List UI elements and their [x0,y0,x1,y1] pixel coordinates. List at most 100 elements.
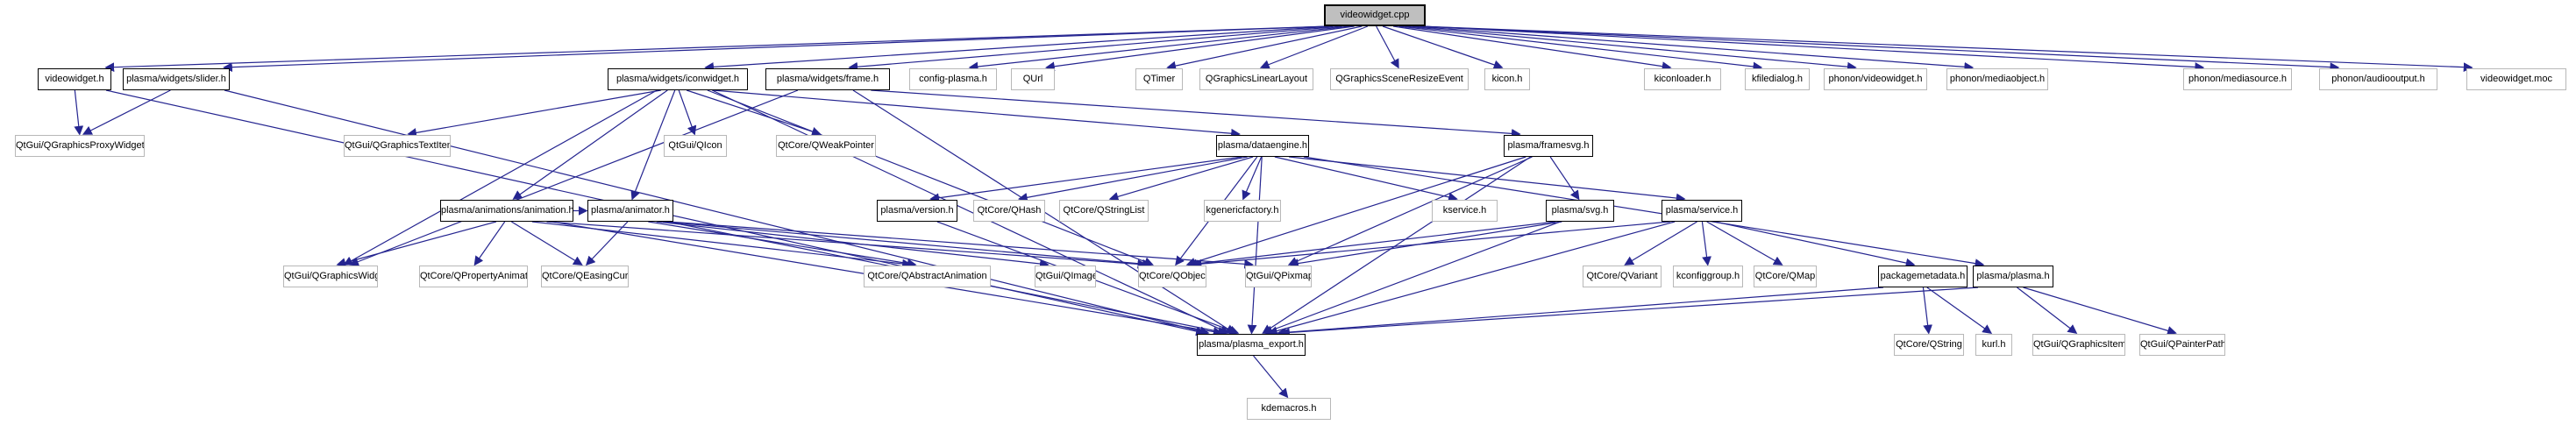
graph-node-videowidget_h[interactable]: videowidget.h [38,68,111,90]
edge-iconwidget_h-to-dataengine_h [712,89,1241,138]
edge-videowidget_cpp-to-phonon_mediaobject_h [1412,25,1975,72]
graph-node-svg_h[interactable]: plasma/svg.h [1546,200,1614,222]
edge-videowidget_cpp-to-config_plasma_h [968,25,1350,72]
edge-frame_h-to-framesvg_h [871,89,1521,138]
edge-plasma_export_h-to-kdemacros_h [1253,355,1289,399]
edge-packagemetadata_h-to-plasma_export_h [1277,287,1884,337]
graph-node-service_h[interactable]: plasma/service.h [1662,200,1742,222]
edge-animator_h-to-qimage [656,221,1050,269]
edge-iconwidget_h-to-plasma_export_h [711,89,1230,334]
edge-videowidget_cpp-to-slider_h [223,25,1330,73]
edge-animator_h-to-qeasingcurve [585,221,629,266]
graph-node-animation_h[interactable]: plasma/animations/animation.h [440,200,573,222]
graph-node-phonon_videowidget_h: phonon/videowidget.h [1824,68,1927,90]
edge-dataengine_h-to-qhash [1017,156,1248,202]
edge-service_h-to-kconfiggroup_h [1701,221,1711,266]
graph-node-videowidget_cpp: videowidget.cpp [1324,4,1426,26]
graph-node-qtimer: QTimer [1135,68,1183,90]
graph-node-qeasingcurve: QtCore/QEasingCurve [541,266,629,287]
graph-node-frame_h[interactable]: plasma/widgets/frame.h [765,68,890,90]
edge-dataengine_h-to-plasma_h [1303,156,1985,268]
edge-animator_h-to-qabstractanimation [648,221,917,268]
graph-node-version_h[interactable]: plasma/version.h [877,200,957,222]
graph-node-kfiledialog_h: kfiledialog.h [1745,68,1810,90]
edge-videowidget_cpp-to-kfiledialog_h [1398,25,1763,72]
graph-node-config_plasma_h: config-plasma.h [909,68,997,90]
graph-node-slider_h[interactable]: plasma/widgets/slider.h [123,68,230,90]
edge-animator_h-to-qpixmap [667,221,1255,269]
graph-node-qgraphicslinearlayout: QGraphicsLinearLayout [1199,68,1313,90]
edge-plasma_h-to-qgraphicsitem [2017,287,2078,334]
edge-videowidget_cpp-to-iconwidget_h [704,25,1334,72]
edge-videowidget_cpp-to-kiconloader_h [1392,25,1672,71]
edge-service_h-to-qobject [1192,221,1670,269]
edge-iconwidget_h-to-qicon [678,89,697,136]
edge-animation_h-to-qeasingcurve [511,221,583,266]
edge-service_h-to-qvariant [1624,221,1697,266]
edge-service_h-to-qmap [1706,221,1783,266]
edge-videowidget_cpp-to-qgraphicssceneresizeevent [1376,25,1399,69]
graph-node-kservice_h: kservice.h [1432,200,1498,222]
edge-videowidget_cpp-to-frame_h [848,25,1342,72]
edge-iconwidget_h-to-qweakpointer [686,89,822,137]
graph-node-kgenericfactory_h: kgenericfactory.h [1204,200,1281,222]
graph-node-qmap: QtCore/QMap [1754,266,1817,287]
graph-node-kdemacros_h: kdemacros.h [1247,398,1331,420]
edge-plasma_h-to-plasma_export_h [1280,287,1979,337]
graph-node-kicon_h: kicon.h [1484,68,1530,90]
edge-animation_h-to-qobject [546,221,1148,269]
graph-node-plasma_export_h[interactable]: plasma/plasma_export.h [1197,334,1306,356]
graph-node-qpainterpath: QtGui/QPainterPath [2139,334,2225,356]
edge-svg_h-to-plasma_export_h [1263,221,1561,335]
edge-plasma_h-to-qpainterpath [2023,287,2177,336]
graph-node-qpixmap: QtGui/QPixmap [1245,266,1312,287]
graph-node-packagemetadata_h[interactable]: packagemetadata.h [1878,266,1968,287]
graph-node-kurl_h: kurl.h [1975,334,2012,356]
edge-dataengine_h-to-version_h [929,156,1242,203]
edge-frame_h-to-qgraphicswidget [349,89,799,266]
edge-dataengine_h-to-kservice_h [1274,156,1458,202]
graph-node-kiconloader_h: kiconloader.h [1644,68,1721,90]
graph-node-qgraphicsproxywidget: QtGui/QGraphicsProxyWidget [15,135,145,157]
graph-node-qabstractanimation: QtCore/QAbstractAnimation [864,266,991,287]
edge-videowidget_cpp-to-phonon_audiooutput_h [1420,25,2340,72]
graph-node-framesvg_h[interactable]: plasma/framesvg.h [1504,135,1593,157]
graph-node-iconwidget_h[interactable]: plasma/widgets/iconwidget.h [608,68,748,90]
graph-node-animator_h[interactable]: plasma/animator.h [587,200,673,222]
edge-videowidget_cpp-to-videowidget_moc [1420,25,2473,73]
edge-dataengine_h-to-kgenericfactory_h [1242,156,1263,201]
edge-slider_h-to-plasma_export_h [224,89,1210,336]
edge-iconwidget_h-to-animation_h [512,89,668,200]
graph-node-qstring: QtCore/QString [1894,334,1964,356]
graph-node-qicon: QtGui/QIcon [664,135,727,157]
graph-node-qobject: QtCore/QObject [1138,266,1206,287]
edge-videowidget_cpp-to-qtimer [1166,25,1363,71]
edge-framesvg_h-to-plasma_export_h [1262,156,1531,334]
edge-videowidget_cpp-to-phonon_videowidget_h [1405,25,1857,72]
graph-node-plasma_h[interactable]: plasma/plasma.h [1973,266,2053,287]
edge-videowidget_h-to-qgraphicsproxywidget [74,89,84,136]
edge-dataengine_h-to-plasma_export_h [1247,156,1263,335]
edge-videowidget_cpp-to-videowidget_h [104,25,1330,73]
edge-videowidget_cpp-to-qurl [1044,25,1355,72]
edge-dataengine_h-to-service_h [1288,156,1686,203]
graph-node-qgraphicswidget: QtGui/QGraphicsWidget [283,266,378,287]
edge-iconwidget_h-to-qobject [707,89,1154,266]
graph-node-phonon_mediaobject_h: phonon/mediaobject.h [1946,68,2048,90]
edge-iconwidget_h-to-animator_h [630,89,676,201]
edge-framesvg_h-to-qobject [1185,156,1526,267]
graph-node-qweakpointer: QtCore/QWeakPointer [776,135,876,157]
graph-node-dataengine_h[interactable]: plasma/dataengine.h [1216,135,1309,157]
graph-node-qgraphicsitem: QtGui/QGraphicsItem [2032,334,2125,356]
edge-animation_h-to-qgraphicswidget [336,221,497,267]
edge-packagemetadata_h-to-qstring [1922,287,1932,335]
edge-packagemetadata_h-to-kurl_h [1926,287,1993,334]
graph-node-videowidget_moc: videowidget.moc [2466,68,2566,90]
edge-videowidget_cpp-to-phonon_mediasource_h [1420,25,2205,72]
edge-service_h-to-packagemetadata_h [1714,221,1916,268]
graph-node-qstringlist: QtCore/QStringList [1059,200,1149,222]
edge-animation_h-to-qpropertyanimation [473,221,506,266]
graph-node-qurl: QUrl [1011,68,1055,90]
